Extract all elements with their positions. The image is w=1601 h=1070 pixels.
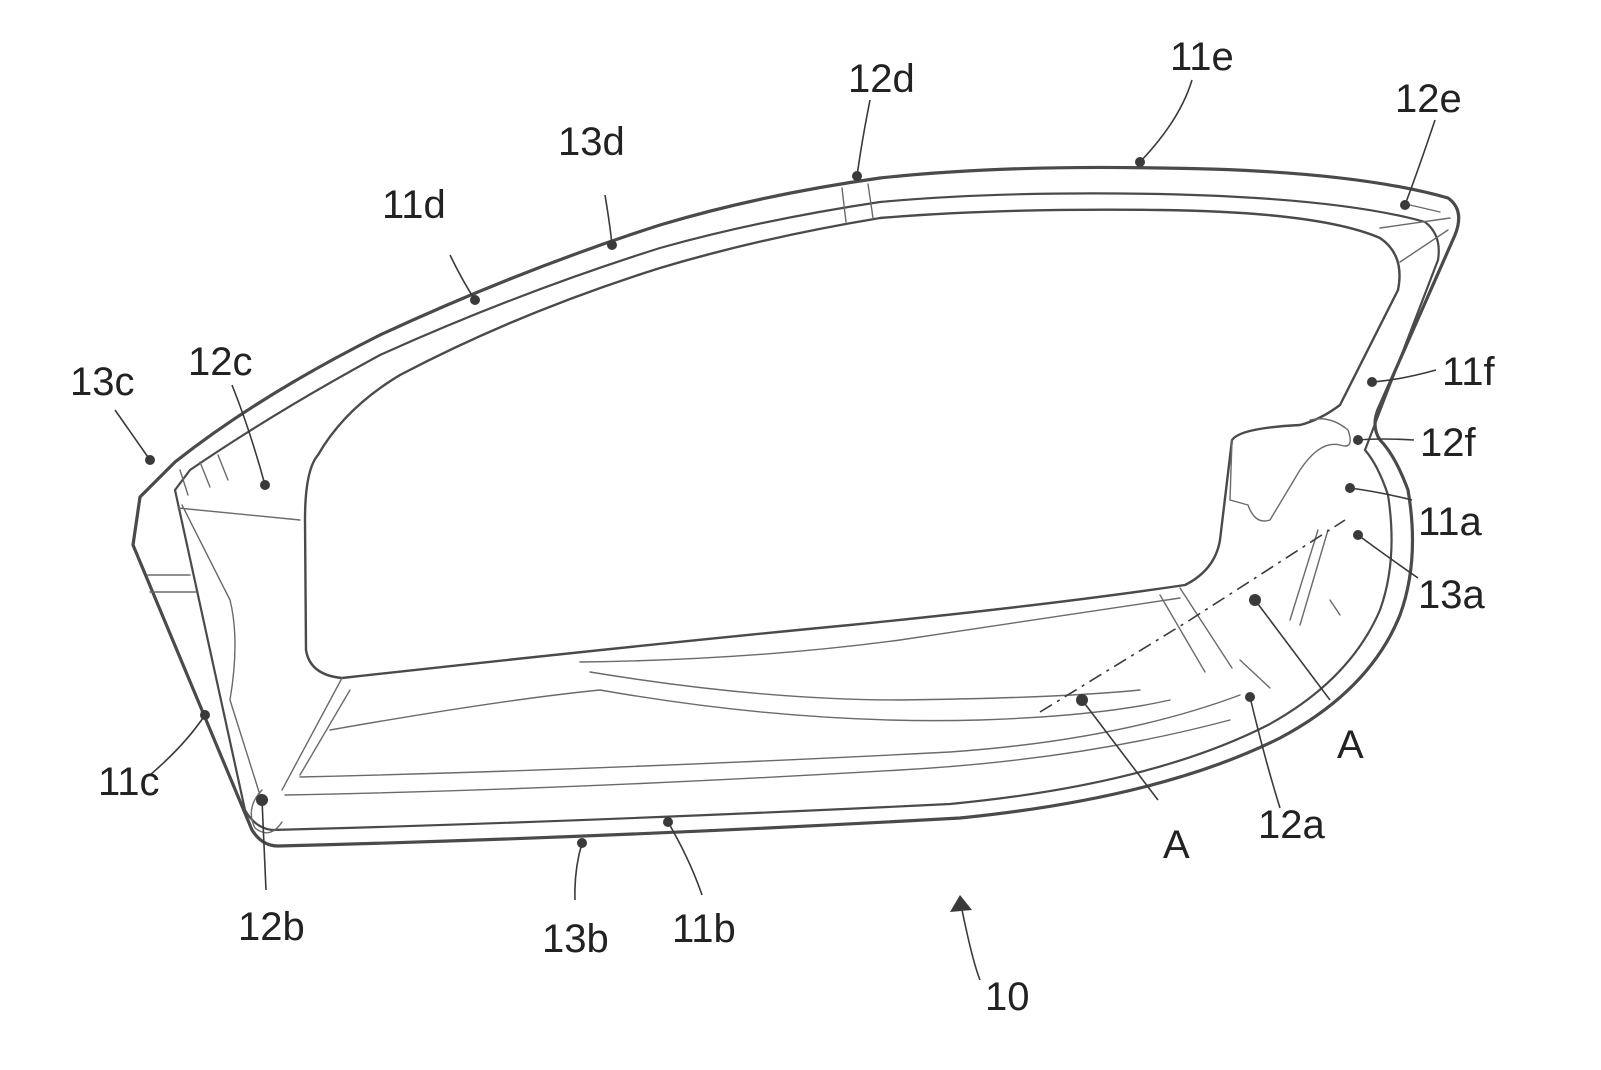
label-13a: 13a [1418, 573, 1485, 617]
label-11e: 11e [1170, 35, 1234, 79]
label-11d: 11d [382, 183, 446, 227]
label-11f: 11f [1442, 350, 1496, 394]
label-section-a-top: A [1337, 723, 1364, 767]
channel-line-1 [282, 678, 1240, 790]
label-12c: 12c [188, 340, 253, 384]
channel-line-3 [580, 598, 1180, 700]
label-12b: 12b [238, 905, 305, 949]
label-11b: 11b [672, 907, 736, 951]
label-13b: 13b [542, 917, 609, 961]
frame-middle-contour [175, 193, 1439, 830]
label-12d: 12d [848, 57, 915, 101]
label-11c: 11c [98, 760, 160, 804]
channel-line-2 [285, 690, 1230, 795]
label-13c: 13c [70, 360, 135, 404]
label-13d: 13d [558, 120, 625, 164]
label-12a: 12a [1258, 803, 1325, 847]
label-11a: 11a [1418, 500, 1483, 544]
label-10: 10 [985, 975, 1030, 1019]
frame-inner-opening [305, 210, 1400, 678]
label-12e: 12e [1395, 77, 1462, 121]
label-section-a-bottom: A [1163, 823, 1190, 867]
left-corner-detail [148, 505, 300, 795]
frame-outer-contour [133, 167, 1459, 846]
section-line-a [1040, 520, 1345, 712]
label-12f: 12f [1420, 421, 1476, 465]
joint-12f-detail [1230, 419, 1350, 625]
